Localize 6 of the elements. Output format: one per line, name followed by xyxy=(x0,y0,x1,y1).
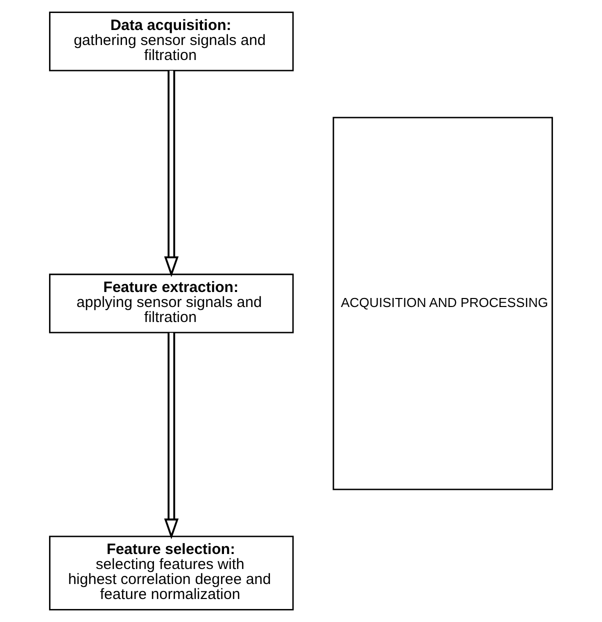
node-box: ACQUISITION AND PROCESSING xyxy=(332,116,553,490)
node-box: Feature selection: selecting features with highest correlation degree and feature normalization xyxy=(49,536,294,610)
arrow xyxy=(164,332,179,540)
arrow xyxy=(164,70,179,278)
node-box: Feature extraction: applying sensor signals and filtration xyxy=(49,274,294,334)
node-box: Data acquisition: gathering sensor signals and filtration xyxy=(49,12,294,72)
